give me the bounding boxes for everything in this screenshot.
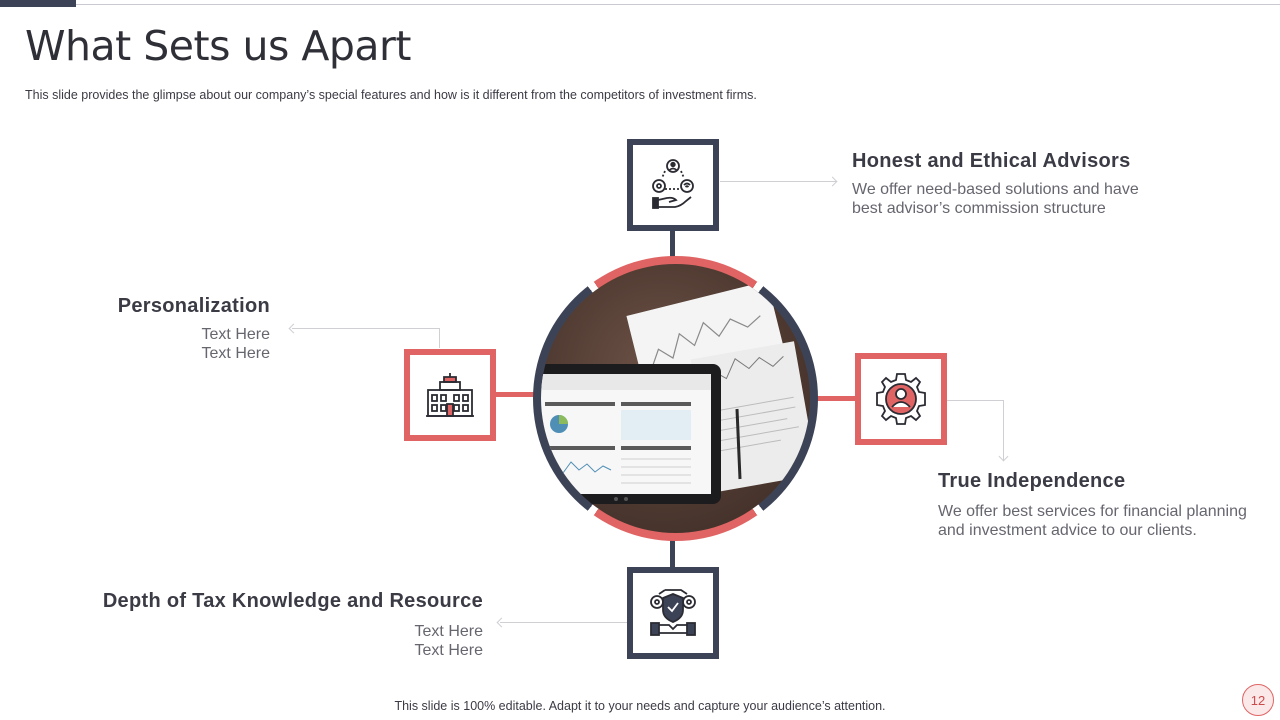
arrow-left-head xyxy=(288,323,299,334)
center-circle xyxy=(533,256,818,541)
arrow-left-h xyxy=(292,328,440,329)
connector-top xyxy=(670,228,675,258)
slide-footer: This slide is 100% editable. Adapt it to… xyxy=(394,699,886,713)
feature-text-top: We offer need-based solutions and have b… xyxy=(852,181,1139,217)
feature-title-top: Honest and Ethical Advisors xyxy=(852,150,1131,172)
connector-left xyxy=(494,392,536,397)
feature-text-left: Text Here Text Here xyxy=(201,326,270,362)
connector-right xyxy=(815,396,857,401)
arrow-right-h xyxy=(946,400,1004,401)
arrow-right-v xyxy=(1003,400,1004,460)
arrow-top xyxy=(720,181,836,182)
hand-holding-network-icon xyxy=(652,159,694,209)
arrow-bottom-head xyxy=(496,617,507,628)
arrow-right-head xyxy=(998,451,1009,462)
gear-person-icon xyxy=(876,373,926,425)
feature-title-bottom: Depth of Tax Knowledge and Resource xyxy=(102,590,483,612)
feature-title-left: Personalization xyxy=(117,295,270,317)
gears-shield-hands-icon xyxy=(650,589,696,636)
left-feature-icon-box xyxy=(404,349,496,441)
top-divider-line xyxy=(76,4,1280,5)
arrow-top-head xyxy=(827,176,838,187)
feature-text-bottom: Text Here Text Here xyxy=(414,623,483,659)
arrow-bottom xyxy=(500,622,628,623)
feature-title-right: True Independence xyxy=(938,470,1126,492)
tablet-documents-photo xyxy=(541,264,810,533)
top-accent-bar xyxy=(0,0,76,7)
connector-bottom xyxy=(670,539,675,569)
building-icon xyxy=(426,373,474,417)
slide-subtitle: This slide provides the glimpse about ou… xyxy=(25,88,757,102)
top-feature-icon-box xyxy=(627,139,719,231)
bottom-feature-icon-box xyxy=(627,567,719,659)
right-feature-icon-box xyxy=(855,353,947,445)
feature-text-right: We offer best services for financial pla… xyxy=(938,503,1247,539)
slide-title: What Sets us Apart xyxy=(25,22,412,70)
page-number-badge: 12 xyxy=(1242,684,1274,716)
arrow-left-v xyxy=(439,328,440,348)
